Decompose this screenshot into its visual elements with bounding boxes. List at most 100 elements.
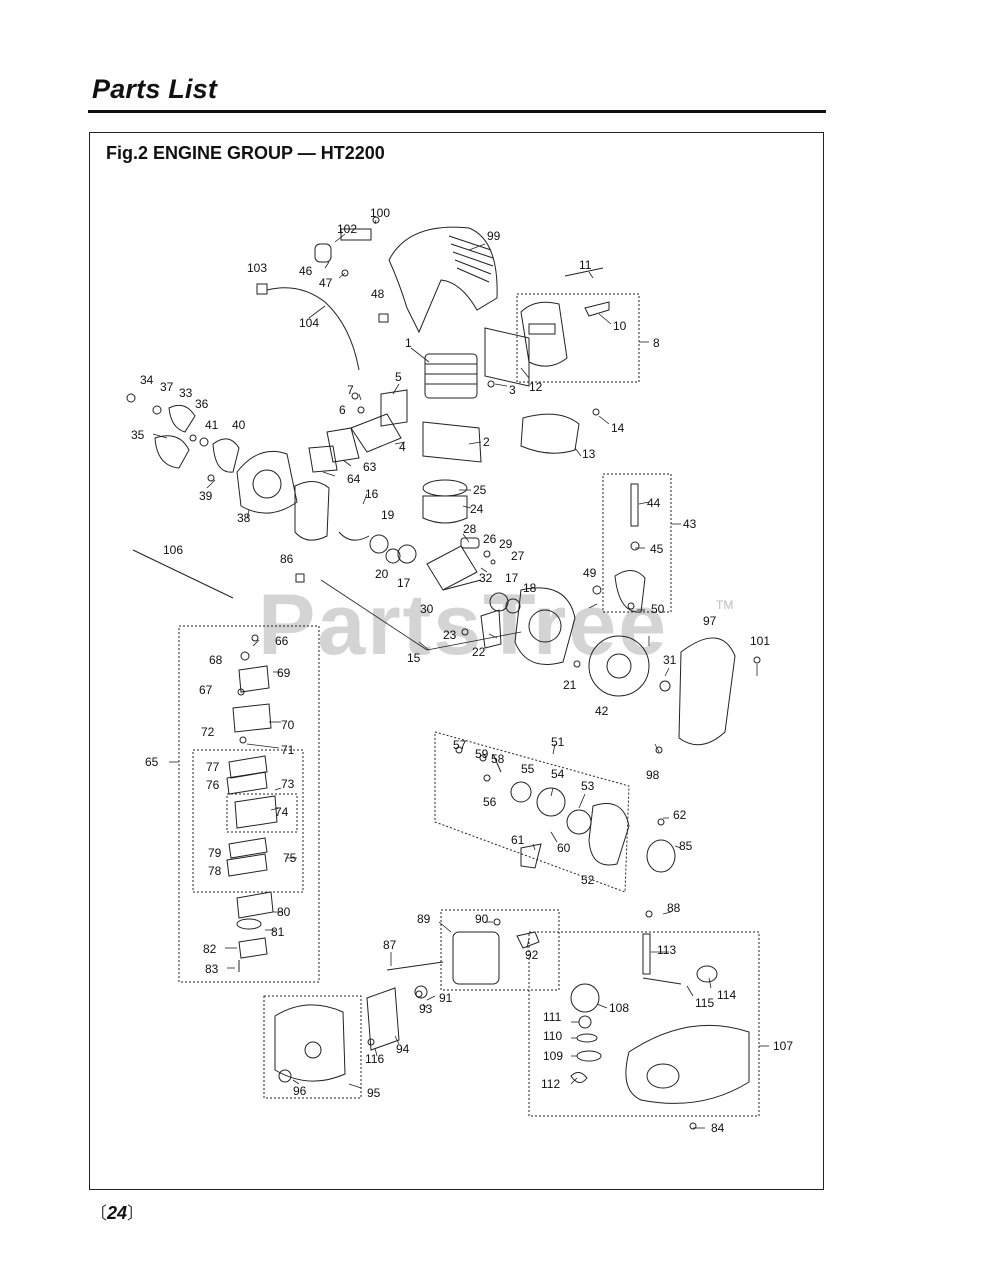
nut-68: [240, 651, 250, 661]
callout-64: 64: [347, 472, 361, 486]
page-number-bracket-left: 〔: [90, 1204, 107, 1223]
callout-80: 80: [277, 905, 291, 919]
gasket-16: [338, 531, 370, 541]
group-8-outline: [516, 293, 640, 383]
filter-81: [236, 918, 262, 930]
gasket-78: [226, 853, 268, 877]
ignition-coil-43: [614, 570, 646, 613]
callout-104: 104: [299, 316, 319, 330]
page-number-value: 24: [107, 1203, 128, 1223]
page-number-bracket-right: 〕: [127, 1204, 145, 1223]
callout-55: 55: [521, 762, 535, 776]
retainer-110: [576, 1033, 598, 1043]
page-title: Parts List: [92, 74, 218, 104]
callout-79: 79: [208, 846, 222, 860]
callout-11: 11: [579, 258, 592, 272]
callout-17-b: 17: [505, 571, 519, 585]
callout-85: 85: [679, 839, 693, 853]
callout-47: 47: [319, 276, 333, 290]
callout-70: 70: [281, 718, 295, 732]
knob-96: [278, 1069, 292, 1083]
callout-42: 42: [595, 704, 609, 718]
bolt-50: [627, 602, 635, 610]
callout-96: 96: [293, 1084, 307, 1098]
insulator-4: [350, 413, 402, 453]
callout-25: 25: [473, 483, 487, 497]
callout-84: 84: [711, 1121, 725, 1135]
callout-2: 2: [483, 435, 490, 449]
clip-27: [490, 559, 496, 565]
crankcase-bore: [252, 469, 282, 499]
gasket-2: [422, 421, 482, 463]
callout-99: 99: [487, 229, 501, 243]
gasket-111: [578, 1015, 592, 1029]
group-89-outline: [440, 909, 560, 991]
bolt-11: [564, 267, 604, 277]
element-94: [366, 987, 400, 1051]
callout-22: 22: [472, 645, 486, 659]
callout-63: 63: [363, 460, 377, 474]
switch-103: [256, 283, 268, 295]
callout-23: 23: [443, 628, 457, 642]
callout-16: 16: [365, 487, 379, 501]
callout-7: 7: [347, 383, 354, 397]
callout-4: 4: [399, 440, 406, 454]
callout-44: 44: [647, 496, 661, 510]
washer-37: [152, 405, 162, 415]
seal-20: [385, 548, 401, 564]
callout-68: 68: [209, 653, 223, 667]
tank-neck: [646, 1063, 680, 1089]
callout-46: 46: [299, 264, 313, 278]
piston-pin-28: [460, 537, 480, 549]
bracket-92: [516, 931, 540, 949]
spring-53: [566, 809, 592, 835]
exploded-parts-diagram: 100 102 99 103 46 47 48 11 10 8 104 1 12…: [126, 206, 793, 1135]
diaphragm-77: [228, 755, 268, 779]
washer-59: [479, 754, 487, 762]
crankcase-16: [294, 481, 330, 541]
callout-19: 19: [381, 508, 395, 522]
wire-104: [266, 287, 360, 371]
bolt-62: [657, 818, 665, 826]
callout-24: 24: [470, 502, 484, 516]
nut-41: [199, 437, 209, 447]
callout-65: 65: [145, 755, 159, 769]
carburetor-body-70: [232, 703, 272, 733]
callout-103: 103: [247, 261, 267, 275]
cover-80: [236, 891, 274, 919]
callout-48: 48: [371, 287, 385, 301]
callout-45: 45: [650, 542, 664, 556]
air-cleaner-cover-95: [274, 1004, 346, 1082]
bolt-100: [372, 216, 380, 224]
group-43-outline: [602, 473, 672, 613]
callout-29: 29: [499, 537, 513, 551]
washer-93: [415, 990, 423, 998]
diaphragm-79: [228, 837, 268, 859]
bolt-101: [753, 656, 761, 664]
bolt-47: [341, 269, 349, 277]
callout-21: 21: [563, 678, 577, 692]
strap-112: [570, 1072, 588, 1083]
clutch-35: [154, 435, 190, 469]
shaft-44: [630, 483, 639, 527]
bolt-98: [655, 746, 663, 754]
callout-56: 56: [483, 795, 497, 809]
callout-10: 10: [613, 319, 627, 333]
callout-77: 77: [206, 760, 220, 774]
callout-83: 83: [205, 962, 219, 976]
fuel-tank-107: [625, 1024, 750, 1104]
gasket-22: [480, 609, 502, 649]
callout-38: 38: [237, 511, 251, 525]
callout-74: 74: [275, 805, 289, 819]
gasket-85: [646, 839, 676, 873]
spark-plug-102: [340, 228, 372, 241]
callout-31: 31: [663, 653, 677, 667]
callout-115: 115: [695, 996, 714, 1010]
nut-48: [378, 313, 389, 323]
watermark: PartsTree: [258, 577, 669, 673]
bolt-7: [351, 392, 359, 400]
gasket-63: [326, 427, 360, 463]
callout-116: 116: [365, 1052, 384, 1066]
bearing-19: [369, 534, 389, 554]
callout-17: 17: [397, 576, 411, 590]
